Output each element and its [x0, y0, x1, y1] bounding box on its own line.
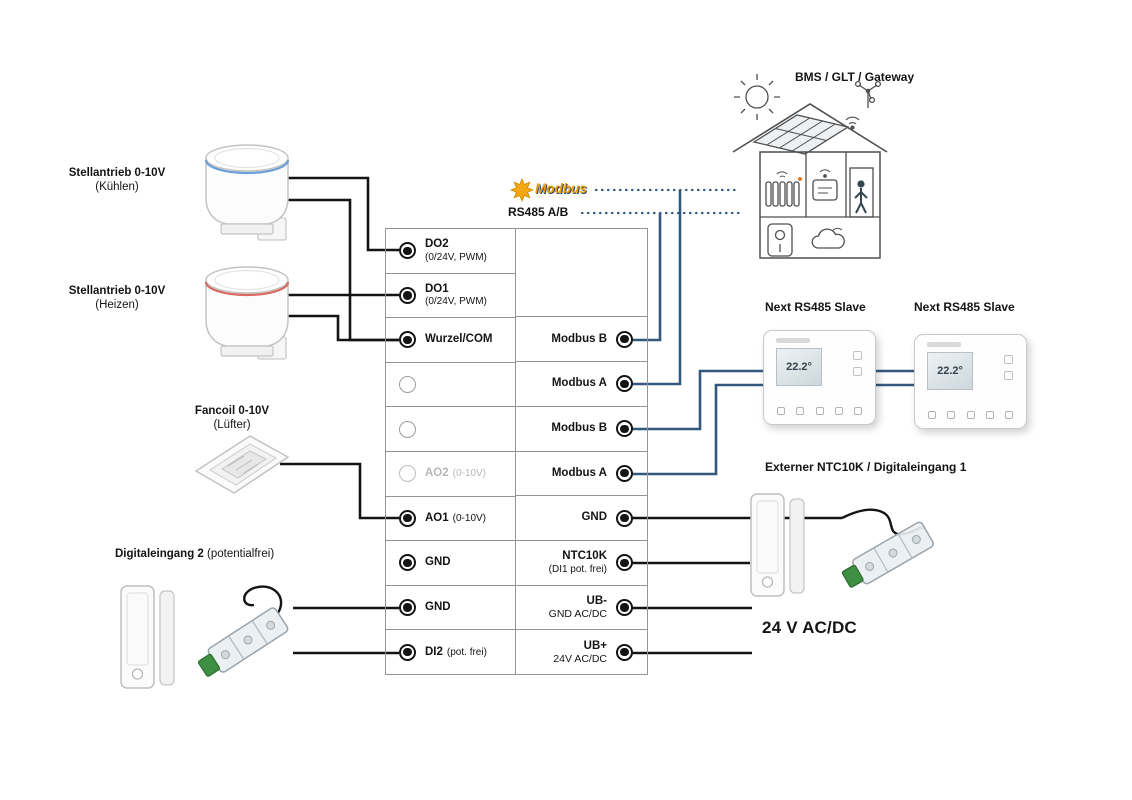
- terminal-do1: DO1(0/24V, PWM): [386, 274, 515, 319]
- modbus-gear-icon: [509, 177, 535, 203]
- terminal-dot: [399, 643, 416, 661]
- terminal-dot: [399, 465, 416, 483]
- terminal-gnd-r: GND: [516, 496, 647, 541]
- rs485-label: RS485 A/B: [508, 205, 569, 219]
- terminal-unused-1: [386, 363, 515, 408]
- terminal-dot: [399, 554, 416, 572]
- bms-label: BMS / GLT / Gateway: [795, 70, 915, 84]
- terminal-dot: [616, 464, 633, 482]
- radiator-icon: [765, 171, 802, 207]
- actuator-cool-label: Stellantrieb 0-10V (Kühlen): [68, 167, 166, 194]
- terminal-dot: [399, 599, 416, 617]
- actuator-heat-image: [204, 266, 290, 360]
- modbus-dotted-wires: [580, 188, 742, 215]
- terminal-modbus-b2: Modbus B: [516, 407, 647, 452]
- terminal-dot: [399, 331, 416, 349]
- terminal-blank-cell: [516, 229, 647, 318]
- terminal-dot: [616, 375, 633, 393]
- terminal-di2: DI2(pot. frei): [386, 630, 515, 674]
- terminal-ntc10k: NTC10K(DI1 pot. frei): [516, 541, 647, 586]
- terminal-dot: [399, 509, 416, 527]
- terminal-unused-2: [386, 407, 515, 452]
- rs485-slave-2: 22.2°: [914, 334, 1027, 429]
- terminal-block: DO2(0/24V, PWM) DO1(0/24V, PWM) Wurzel/C…: [385, 228, 648, 675]
- device-logo: [776, 338, 810, 343]
- cloud-icon: [811, 227, 845, 249]
- terminal-wurzel-com: Wurzel/COM: [386, 318, 515, 363]
- terminal-dot: [616, 420, 633, 438]
- terminal-dot: [616, 643, 633, 661]
- terminal-ub-plus: UB+24V AC/DC: [516, 630, 647, 674]
- device-icon-row: [928, 411, 1013, 419]
- device-icon-row: [777, 407, 862, 415]
- terminal-ao2: AO2(0-10V): [386, 452, 515, 497]
- terminal-dot: [399, 376, 416, 394]
- slave-2-display: 22.2°: [927, 352, 973, 390]
- device-buttons: [1004, 355, 1013, 380]
- device-logo: [927, 342, 961, 347]
- terminal-ub-minus: UB-GND AC/DC: [516, 586, 647, 631]
- wall-thermostat-icon: [812, 169, 838, 201]
- actuator-heat-label: Stellantrieb 0-10V (Heizen): [68, 285, 166, 312]
- slave-1-label: Next RS485 Slave: [765, 300, 866, 314]
- terminal-column-right: Modbus B Modbus A Modbus B Modbus A GND …: [516, 229, 647, 674]
- cable-sensor-2-image: [197, 585, 289, 677]
- terminal-gnd-2: GND: [386, 586, 515, 631]
- device-buttons: [853, 351, 862, 376]
- terminal-modbus-a1: Modbus A: [516, 362, 647, 407]
- power-label: 24 V AC/DC: [762, 618, 857, 637]
- wind-sensor-icon: [854, 80, 882, 108]
- terminal-dot: [399, 420, 416, 438]
- modbus-wires: [632, 190, 914, 476]
- terminal-dot: [616, 598, 633, 616]
- terminal-modbus-a2: Modbus A: [516, 452, 647, 497]
- actuator-cool-image: [204, 144, 290, 241]
- terminal-gnd-1: GND: [386, 541, 515, 586]
- fancoil-label: Fancoil 0-10V (Lüfter): [194, 405, 270, 432]
- terminal-dot: [616, 509, 633, 527]
- bms-house-image: [732, 74, 888, 259]
- terminal-dot: [616, 554, 633, 572]
- black-wires: [280, 176, 842, 655]
- terminal-dot: [399, 242, 416, 260]
- door-contact-2-image: [120, 585, 175, 689]
- rs485-slave-1: 22.2°: [763, 330, 876, 425]
- fancoil-image: [194, 435, 290, 494]
- ntc-sensor-image: [841, 508, 934, 588]
- terminal-do2: DO2(0/24V, PWM): [386, 229, 515, 274]
- solar-panel-icon: [752, 114, 850, 155]
- person-icon: [849, 167, 874, 218]
- digital-input-2-label: Digitaleingang 2 (potentialfrei): [115, 548, 275, 560]
- terminal-column-left: DO2(0/24V, PWM) DO1(0/24V, PWM) Wurzel/C…: [386, 229, 516, 674]
- terminal-dot: [616, 330, 633, 348]
- terminal-dot: [399, 286, 416, 304]
- sun-icon: [734, 74, 780, 120]
- external-sensor-label: Externer NTC10K / Digitaleingang 1: [765, 460, 967, 474]
- wifi-icon: [845, 116, 860, 130]
- door-contact-1-image: [750, 493, 805, 597]
- terminal-ao1: AO1(0-10V): [386, 497, 515, 542]
- slave-2-label: Next RS485 Slave: [914, 300, 1015, 314]
- terminal-modbus-b1: Modbus B: [516, 317, 647, 363]
- slave-1-display: 22.2°: [776, 348, 822, 386]
- modbus-logo-text: Modbus: [535, 181, 587, 196]
- boiler-icon: [767, 223, 793, 257]
